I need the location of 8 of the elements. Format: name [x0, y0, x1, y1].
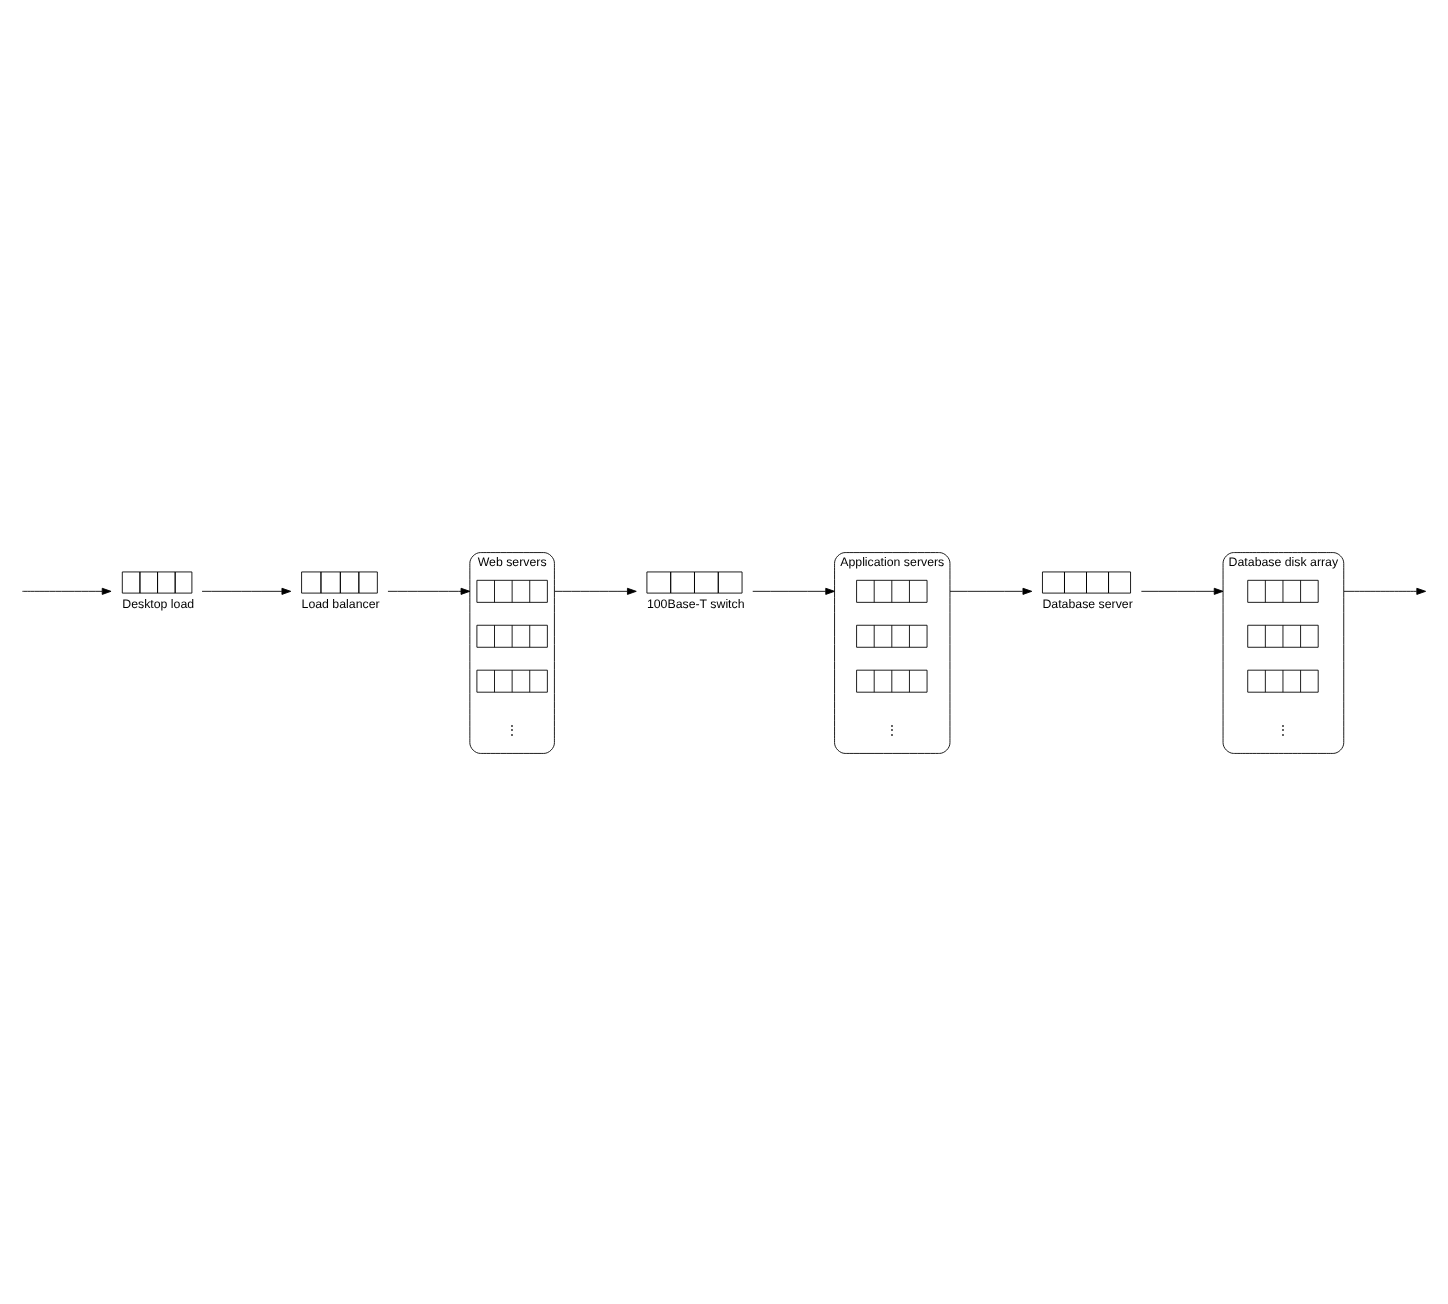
arrow [752, 586, 835, 594]
arrow [387, 586, 471, 594]
arrow [553, 586, 637, 594]
arrow [1343, 586, 1427, 594]
arrow [1140, 586, 1224, 594]
arrow [22, 586, 112, 594]
arrow [949, 586, 1033, 594]
arrow [201, 586, 292, 594]
